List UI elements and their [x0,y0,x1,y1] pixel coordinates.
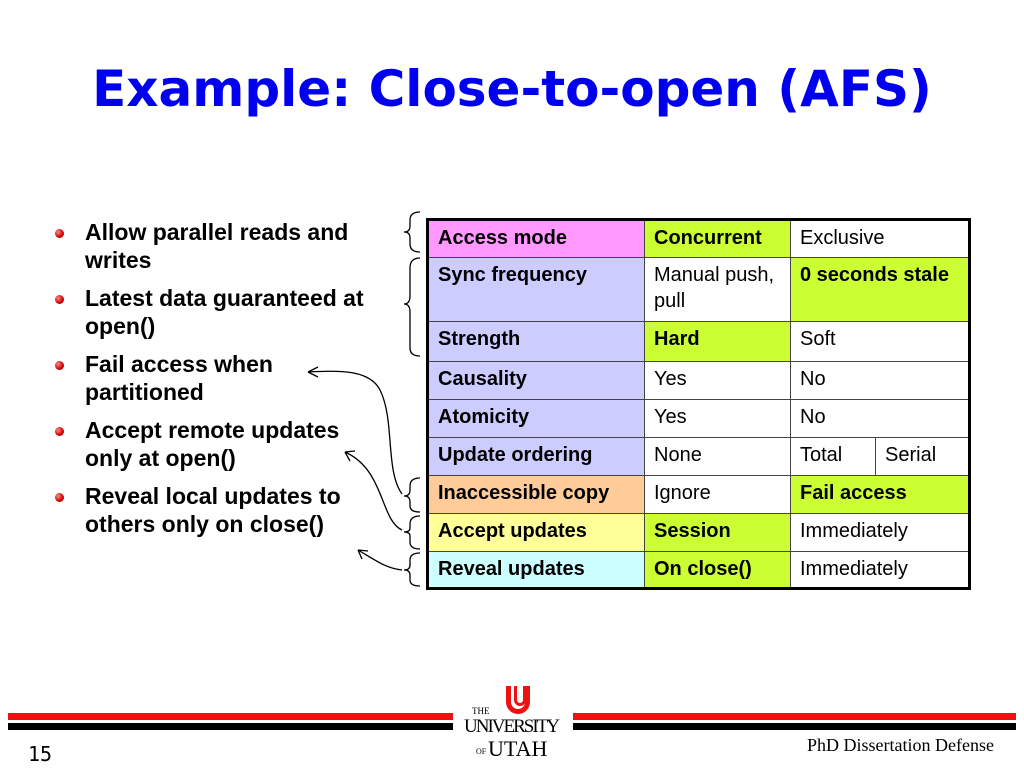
cell: Ignore [644,475,791,514]
svg-text:THE: THE [472,706,490,716]
bullet-item: Fail access when partitioned [55,350,385,406]
arrow-icon [344,451,403,531]
bullet-icon [55,295,64,304]
slide-title: Example: Close-to-open (AFS) [92,60,932,118]
cell: Total [790,437,876,476]
row-label: Reveal updates [427,551,645,589]
page-number: 15 [28,742,53,766]
svg-text:UNIVERSITY: UNIVERSITY [464,716,560,737]
cell: Serial [875,437,970,476]
university-of-utah-logo: THE UNIVERSITY OF UTAH [464,686,560,761]
arrow-icon [307,366,319,378]
svg-text:UTAH: UTAH [488,736,547,761]
brace-icon [403,211,421,253]
cell: Concurrent [644,219,791,258]
bullet-item: Reveal local updates to others only on c… [55,482,385,538]
brace-icon [403,552,421,587]
cell: Manual push, pull [644,257,791,322]
row-label: Access mode [427,219,645,258]
row-label: Causality [427,361,645,400]
cell: No [790,399,970,438]
cell: No [790,361,970,400]
row-label: Inaccessible copy [427,475,645,514]
bullet-icon [55,361,64,370]
footer-red-bar-left [8,713,453,720]
svg-text:OF: OF [476,747,487,756]
arrow-icon [344,450,356,462]
footer-red-bar-right [573,713,1016,720]
cell: Immediately [790,551,970,589]
bullet-item: Accept remote updates only at open() [55,416,385,472]
cell: On close() [644,551,791,589]
footer-text: PhD Dissertation Defense [807,735,994,755]
arrow-icon [357,549,369,560]
bullet-list: Allow parallel reads and writes Latest d… [55,218,385,548]
bullet-item: Latest data guaranteed at open() [55,284,385,340]
bullet-icon [55,229,64,238]
cell: Exclusive [790,219,970,258]
row-label: Strength [427,321,645,362]
bullet-icon [55,493,64,502]
arrow-icon [357,549,403,571]
cell: 0 seconds stale [790,257,970,322]
bullet-item: Allow parallel reads and writes [55,218,385,274]
brace-icon [403,257,421,357]
arrow-icon [307,370,403,495]
row-label: Accept updates [427,513,645,552]
cell: Hard [644,321,791,362]
row-label: Atomicity [427,399,645,438]
brace-icon [403,477,421,513]
row-label: Sync frequency [427,257,645,322]
cell: Session [644,513,791,552]
row-label: Update ordering [427,437,645,476]
brace-icon [403,515,421,550]
footer-black-bar-right [573,723,1016,730]
bullet-icon [55,427,64,436]
footer-black-bar-left [8,723,453,730]
cell: Immediately [790,513,970,552]
